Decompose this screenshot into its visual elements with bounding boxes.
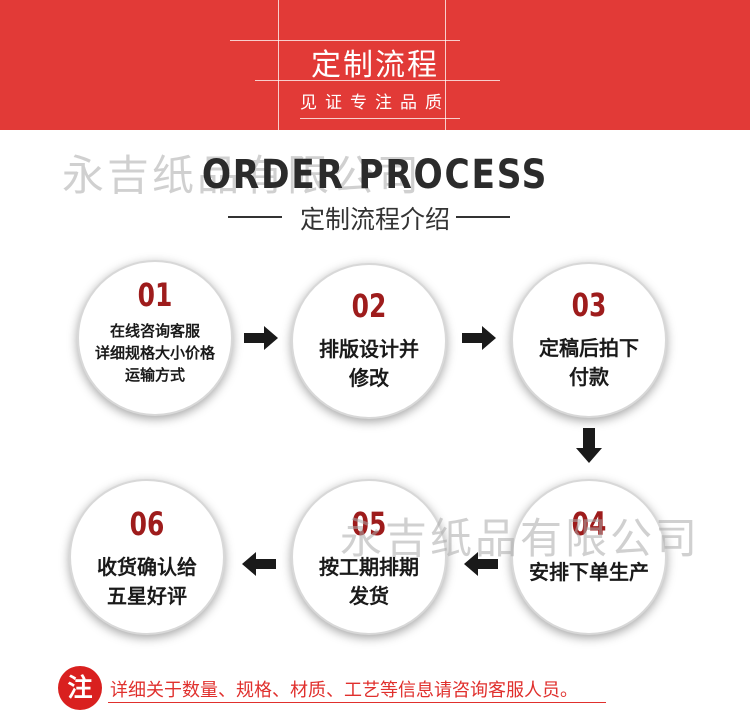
step-number: 02	[351, 287, 387, 325]
step-number: 04	[571, 505, 607, 543]
step-number: 06	[129, 505, 165, 543]
step-04-circle: 04 安排下单生产	[511, 479, 667, 635]
step-05-circle: 05 按工期排期 发货	[291, 479, 447, 635]
arrow-right-icon	[462, 326, 496, 350]
watermark: 永吉纸品有限公司	[62, 151, 423, 200]
step-01-circle: 01 在线咨询客服 详细规格大小价格 运输方式	[77, 260, 233, 416]
step-text-line: 付款	[569, 365, 609, 389]
step-06-circle: 06 收货确认给 五星好评	[69, 479, 225, 635]
step-text-line: 五星好评	[107, 584, 187, 608]
step-text-line: 排版设计并	[319, 337, 419, 361]
note-text: 详细关于数量、规格、材质、工艺等信息请咨询客服人员。	[110, 680, 578, 701]
step-text-line: 按工期排期	[319, 555, 419, 579]
subtitle-line-right	[456, 216, 510, 218]
order-process-title: ORDER PROCESS	[201, 152, 549, 198]
step-number: 03	[571, 286, 607, 324]
banner-title: 定制流程	[311, 48, 439, 83]
arrow-left-icon	[242, 552, 276, 576]
banner-line-bottom	[300, 118, 460, 119]
process-subtitle: 定制流程介绍	[299, 205, 450, 234]
step-text-line: 定稿后拍下	[539, 336, 639, 360]
note-badge: 注	[58, 666, 102, 710]
banner-line-top	[230, 40, 460, 41]
step-text-line: 运输方式	[124, 366, 185, 384]
step-03-circle: 03 定稿后拍下 付款	[511, 262, 667, 418]
arrow-left-icon	[464, 552, 498, 576]
step-text-line: 收货确认给	[97, 555, 197, 579]
step-number: 01	[137, 276, 173, 314]
step-02-circle: 02 排版设计并 修改	[291, 263, 447, 419]
step-text-line: 发货	[349, 584, 389, 608]
subtitle-line-left	[228, 216, 282, 218]
step-text-line: 在线咨询客服	[109, 322, 200, 340]
step-number: 05	[351, 505, 387, 543]
banner-line-left	[278, 0, 279, 130]
watermark: 永吉纸品有限公司	[340, 514, 701, 563]
arrow-down-icon	[576, 428, 602, 463]
header-banner: 定制流程 见证专注品质	[0, 0, 750, 130]
note-underline	[108, 702, 606, 703]
banner-line-middle	[255, 80, 500, 81]
step-text-line: 安排下单生产	[529, 560, 649, 584]
step-text-line: 详细规格大小价格	[94, 344, 215, 362]
banner-line-right	[445, 0, 446, 130]
arrow-right-icon	[244, 326, 278, 350]
banner-subtitle: 见证专注品质	[300, 93, 450, 113]
step-text-line: 修改	[349, 366, 389, 390]
